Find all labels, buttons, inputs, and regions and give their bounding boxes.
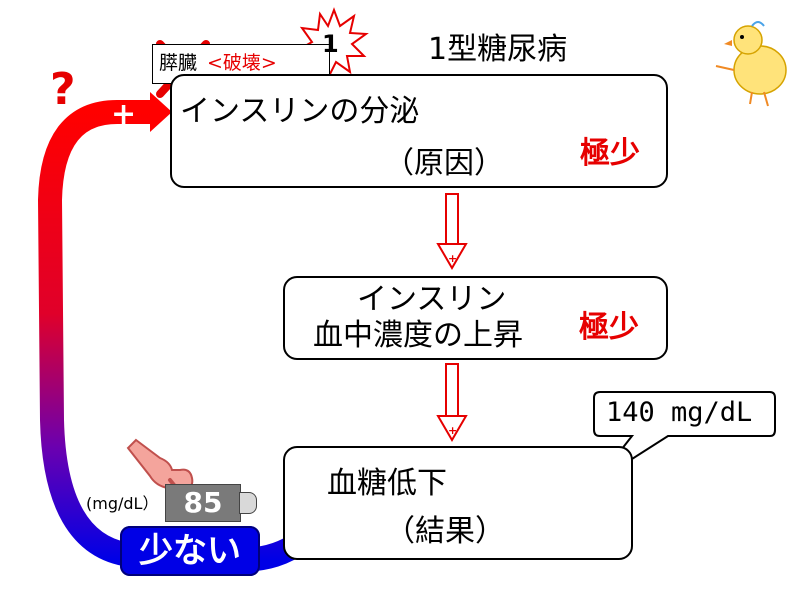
feedback-plus: +: [111, 97, 136, 132]
starburst-number: 1: [322, 30, 339, 58]
question-mark: ?: [50, 64, 76, 115]
svg-text:+: +: [448, 252, 457, 265]
glucose-before-value: 140 mg/dL: [606, 397, 753, 428]
svg-text:+: +: [448, 424, 457, 437]
result-line1: 血糖低下: [327, 466, 447, 501]
concentration-level: 極少: [579, 310, 639, 345]
secretion-line2: （原因）: [384, 146, 504, 181]
down-arrow-2: +: [436, 363, 468, 442]
feedback-arrow-head: [150, 92, 172, 132]
feedback-curve-arrow: [37, 100, 313, 573]
organ-name: 膵臓: [159, 52, 198, 74]
result-box: 血糖低下 （結果）: [283, 446, 633, 560]
concentration-line1: インスリン: [357, 282, 507, 317]
secretion-line1: インスリンの分泌: [180, 94, 420, 129]
meter-end: [239, 492, 257, 514]
chick-illustration: [715, 21, 787, 107]
meter-unit: (mg/dL）: [86, 494, 159, 513]
organ-status: <破壊>: [207, 52, 277, 74]
down-arrow-1: +: [436, 193, 468, 270]
meter-value: 85: [165, 484, 241, 522]
concentration-line2: 血中濃度の上昇: [313, 318, 523, 353]
low-badge: 少ない: [120, 526, 260, 576]
secretion-box: インスリンの分泌 （原因） 極少: [170, 74, 668, 188]
secretion-level: 極少: [580, 136, 640, 171]
concentration-box: インスリン 血中濃度の上昇 極少: [283, 276, 668, 360]
result-line2: （結果）: [385, 514, 505, 549]
page-title: 1型糖尿病: [428, 32, 568, 67]
